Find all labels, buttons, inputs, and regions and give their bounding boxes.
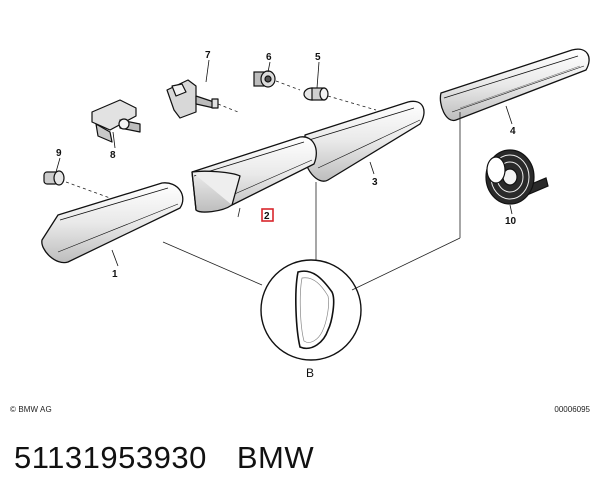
part-8-clip bbox=[91, 99, 141, 143]
footer-caption: 51131953930 BMW bbox=[14, 440, 314, 476]
detail-leader-lines bbox=[162, 112, 461, 291]
part-5-plug bbox=[303, 87, 329, 101]
callout-6: 6 bbox=[266, 52, 272, 63]
part-6-nut bbox=[253, 70, 276, 88]
callout-9: 9 bbox=[56, 148, 62, 159]
part-1-strip bbox=[41, 182, 184, 264]
detail-b bbox=[260, 259, 362, 361]
part-3-strip bbox=[304, 100, 425, 182]
callout-7: 7 bbox=[205, 50, 211, 61]
part-7-bracket bbox=[166, 79, 219, 119]
callout-leaders bbox=[55, 59, 513, 267]
callout-5: 5 bbox=[315, 52, 321, 63]
callout-8: 8 bbox=[110, 150, 116, 161]
part-9-cap bbox=[43, 170, 65, 186]
part-10-tape-roll bbox=[485, 149, 549, 205]
detail-label-b: B bbox=[306, 366, 314, 380]
brand-name: BMW bbox=[236, 440, 315, 475]
callout-3: 3 bbox=[372, 177, 378, 188]
parts-diagram: 1 3 4 5 6 7 8 9 10 2 B bbox=[41, 48, 590, 380]
part-4-strip bbox=[439, 48, 590, 122]
callout-2-highlight bbox=[261, 208, 274, 222]
document-number: 00006095 bbox=[554, 405, 590, 414]
callout-10: 10 bbox=[505, 216, 517, 227]
copyright-notice: © BMW AG bbox=[10, 405, 52, 414]
callout-1: 1 bbox=[112, 269, 118, 280]
dashed-guide-lines bbox=[65, 80, 377, 199]
callout-2: 2 bbox=[264, 211, 270, 222]
part-number: 51131953930 bbox=[14, 440, 207, 475]
callout-4: 4 bbox=[510, 126, 516, 137]
part-2-strip bbox=[191, 136, 317, 213]
